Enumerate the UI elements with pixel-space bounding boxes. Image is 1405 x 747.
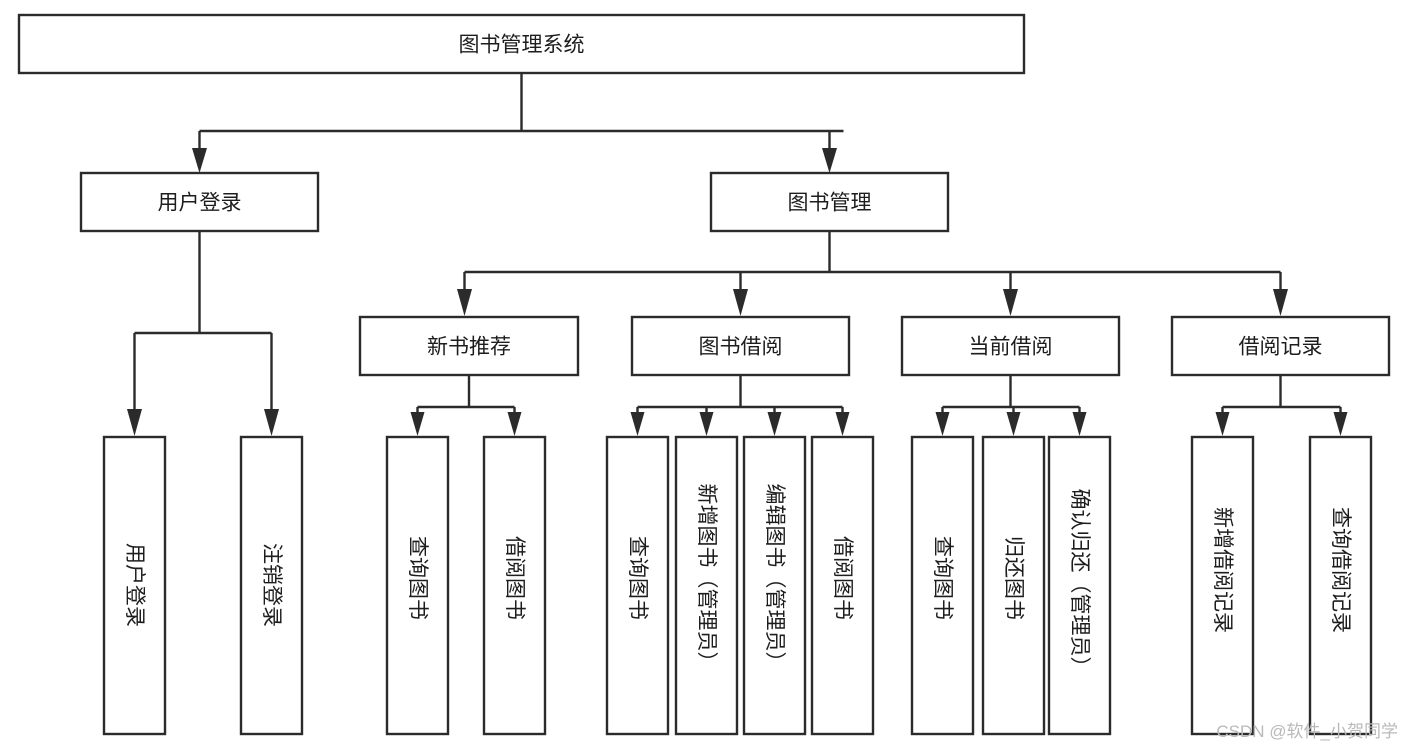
node-borrow-record-rect: [1170, 315, 1391, 377]
node-user-login-rect: [79, 171, 320, 233]
node-leaf-user-logout-label: 注销登录: [260, 543, 283, 627]
node-leaf-edit-book-admin-rect: [742, 435, 807, 736]
arrow-current-borrow-leaf-1: [935, 412, 950, 436]
node-current-borrow[interactable]: 当前借阅: [900, 315, 1121, 377]
arrow-current-borrow-leaf-2: [1006, 412, 1021, 436]
arrow-book-borrow-leaf-3: [767, 412, 782, 436]
node-leaf-user-login[interactable]: 用户登录: [102, 435, 167, 736]
node-leaf-add-borrow-record-label: 新增借阅记录: [1211, 507, 1234, 633]
node-root-label: 图书管理系统: [459, 34, 585, 57]
node-current-borrow-label: 当前借阅: [969, 336, 1053, 359]
arrow-book-manage-child-3: [1003, 289, 1018, 316]
node-book-borrow[interactable]: 图书借阅: [630, 315, 851, 377]
node-borrow-record[interactable]: 借阅记录: [1170, 315, 1391, 377]
arrow-book-borrow-leaf-1: [630, 412, 645, 436]
node-leaf-confirm-return-admin[interactable]: 确认归还（管理员）: [1047, 435, 1112, 736]
node-leaf-add-book-admin-rect: [674, 435, 739, 736]
node-book-manage-rect: [709, 171, 950, 233]
node-leaf-query-book-1[interactable]: 查询图书: [385, 435, 450, 736]
node-leaf-confirm-return-admin-rect: [1047, 435, 1112, 736]
node-leaf-edit-book-admin-label: 编辑图书（管理员）: [763, 484, 786, 673]
arrow-book-borrow-leaf-2: [699, 412, 714, 436]
arrow-book-manage-child-2: [733, 289, 748, 316]
node-leaf-borrow-book-1[interactable]: 借阅图书: [482, 435, 547, 736]
node-leaf-return-book-label: 归还图书: [1002, 536, 1025, 620]
node-leaf-confirm-return-admin-label: 确认归还（管理员）: [1068, 489, 1091, 678]
node-root-rect: [17, 13, 1026, 75]
node-new-book-recommend[interactable]: 新书推荐: [358, 315, 580, 377]
arrow-user-login-leaf-1: [127, 409, 142, 436]
node-leaf-user-logout-rect: [239, 435, 304, 736]
node-leaf-return-book[interactable]: 归还图书: [981, 435, 1046, 736]
node-leaf-borrow-book-1-label: 借阅图书: [503, 536, 526, 620]
node-leaf-query-book-3-rect: [910, 435, 975, 736]
node-leaf-add-book-admin-label: 新增图书（管理员）: [695, 484, 718, 673]
arrow-book-manage-child-1: [457, 289, 472, 316]
node-leaf-query-book-3[interactable]: 查询图书: [910, 435, 975, 736]
node-borrow-record-label: 借阅记录: [1239, 336, 1323, 359]
node-leaf-user-login-label: 用户登录: [123, 543, 146, 627]
arrow-root-to-user-login: [192, 148, 207, 173]
node-current-borrow-rect: [900, 315, 1121, 377]
node-leaf-query-book-1-rect: [385, 435, 450, 736]
node-leaf-query-book-2-label: 查询图书: [626, 536, 649, 620]
node-leaf-query-book-2[interactable]: 查询图书: [605, 435, 670, 736]
connector-layer: [127, 73, 1348, 436]
node-leaf-borrow-book-2-label: 借阅图书: [831, 536, 854, 620]
node-leaf-return-book-rect: [981, 435, 1046, 736]
node-new-book-recommend-rect: [358, 315, 580, 377]
node-leaf-borrow-book-2-rect: [810, 435, 875, 736]
node-leaf-query-book-1-label: 查询图书: [406, 536, 429, 620]
node-leaf-add-book-admin[interactable]: 新增图书（管理员）: [674, 435, 739, 736]
node-leaf-query-book-3-label: 查询图书: [931, 536, 954, 620]
node-user-login-label: 用户登录: [158, 192, 242, 215]
arrow-user-login-leaf-2: [264, 409, 279, 436]
node-leaf-query-borrow-record[interactable]: 查询借阅记录: [1308, 435, 1373, 736]
arrow-borrow-record-leaf-1: [1215, 412, 1230, 436]
node-user-login[interactable]: 用户登录: [79, 171, 320, 233]
arrow-borrow-record-leaf-2: [1333, 412, 1348, 436]
node-leaf-borrow-book-1-rect: [482, 435, 547, 736]
arrow-new-book-leaf-2: [507, 412, 522, 436]
node-leaf-query-borrow-record-rect: [1308, 435, 1373, 736]
node-leaf-user-logout[interactable]: 注销登录: [239, 435, 304, 736]
node-leaf-add-borrow-record[interactable]: 新增借阅记录: [1190, 435, 1255, 736]
node-leaf-add-borrow-record-rect: [1190, 435, 1255, 736]
arrow-new-book-leaf-1: [410, 412, 425, 436]
node-new-book-recommend-label: 新书推荐: [427, 336, 511, 359]
node-leaf-query-book-2-rect: [605, 435, 670, 736]
node-leaf-user-login-rect: [102, 435, 167, 736]
node-book-borrow-rect: [630, 315, 851, 377]
arrow-current-borrow-leaf-3: [1072, 412, 1087, 436]
arrow-book-manage-child-4: [1273, 289, 1288, 316]
arrow-root-to-book-manage: [822, 148, 837, 173]
arrow-book-borrow-leaf-4: [835, 412, 850, 436]
node-book-borrow-label: 图书借阅: [699, 336, 783, 359]
node-leaf-query-borrow-record-label: 查询借阅记录: [1329, 507, 1352, 633]
node-book-manage-label: 图书管理: [788, 192, 872, 215]
node-book-manage[interactable]: 图书管理: [709, 171, 950, 233]
node-leaf-borrow-book-2[interactable]: 借阅图书: [810, 435, 875, 736]
node-leaf-edit-book-admin[interactable]: 编辑图书（管理员）: [742, 435, 807, 736]
watermark-label: CSDN @软件_小贺同学: [1216, 722, 1398, 741]
node-root[interactable]: 图书管理系统: [17, 13, 1026, 75]
